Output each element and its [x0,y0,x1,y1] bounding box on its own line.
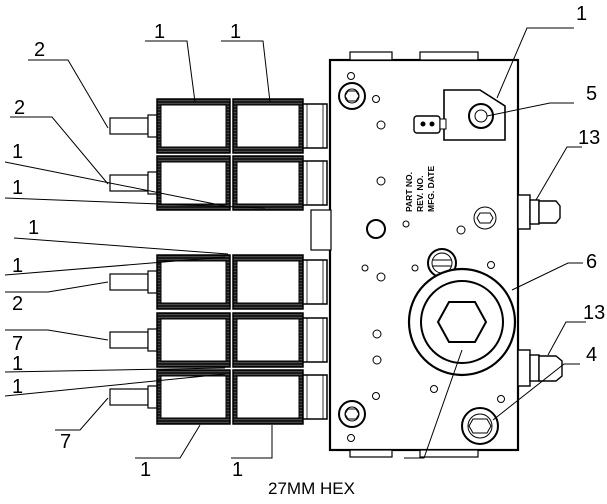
callout-1-top-right: 1 [576,3,587,25]
callout-1-top-mid: 1 [230,21,241,43]
coil-bank-5 [109,369,328,425]
stamp-line-2: REV. NO. [415,175,425,212]
fitting-lower [517,349,563,387]
callout-13-upper: 13 [578,127,600,149]
block-details [338,72,517,445]
callout-1-low-a: 1 [12,353,23,375]
leader-lines [4,27,586,459]
callout-7-upper: 7 [12,333,23,355]
stamp-line-3: MFG. DATE [426,166,436,212]
callout-7-lower: 7 [60,431,71,453]
callout-1-row2a: 1 [12,141,23,163]
callout-6: 6 [586,251,597,273]
coil-bank-1 [109,98,328,154]
coil-bank-3 [109,254,328,310]
callout-2-top: 2 [34,39,45,61]
callout-1-mid-a: 1 [28,217,39,239]
coil-bank-4 [109,312,328,368]
part-stamp: PART NO. REV. NO. MFG. DATE [404,166,436,212]
callout-1-mid-b: 1 [12,255,23,277]
callout-1-bottom-a: 1 [140,459,151,481]
callout-2-mid: 2 [12,293,23,315]
callout-labels: 1 1 1 2 2 1 1 1 1 2 7 1 1 7 1 1 5 13 6 1… [12,3,605,498]
hex-size-note: 27MM HEX [268,479,355,498]
stamp-line-1: PART NO. [404,172,414,212]
fitting-upper [517,194,561,230]
callout-1-bottom-b: 1 [232,459,243,481]
callout-5: 5 [586,83,597,105]
coil-bank-2 [109,155,328,211]
callout-1-low-b: 1 [12,376,23,398]
callout-4: 4 [586,344,597,366]
callout-13-lower: 13 [583,302,605,324]
callout-2-second: 2 [14,97,25,119]
callout-1-row2b: 1 [12,177,23,199]
callout-1-top-left: 1 [154,21,165,43]
